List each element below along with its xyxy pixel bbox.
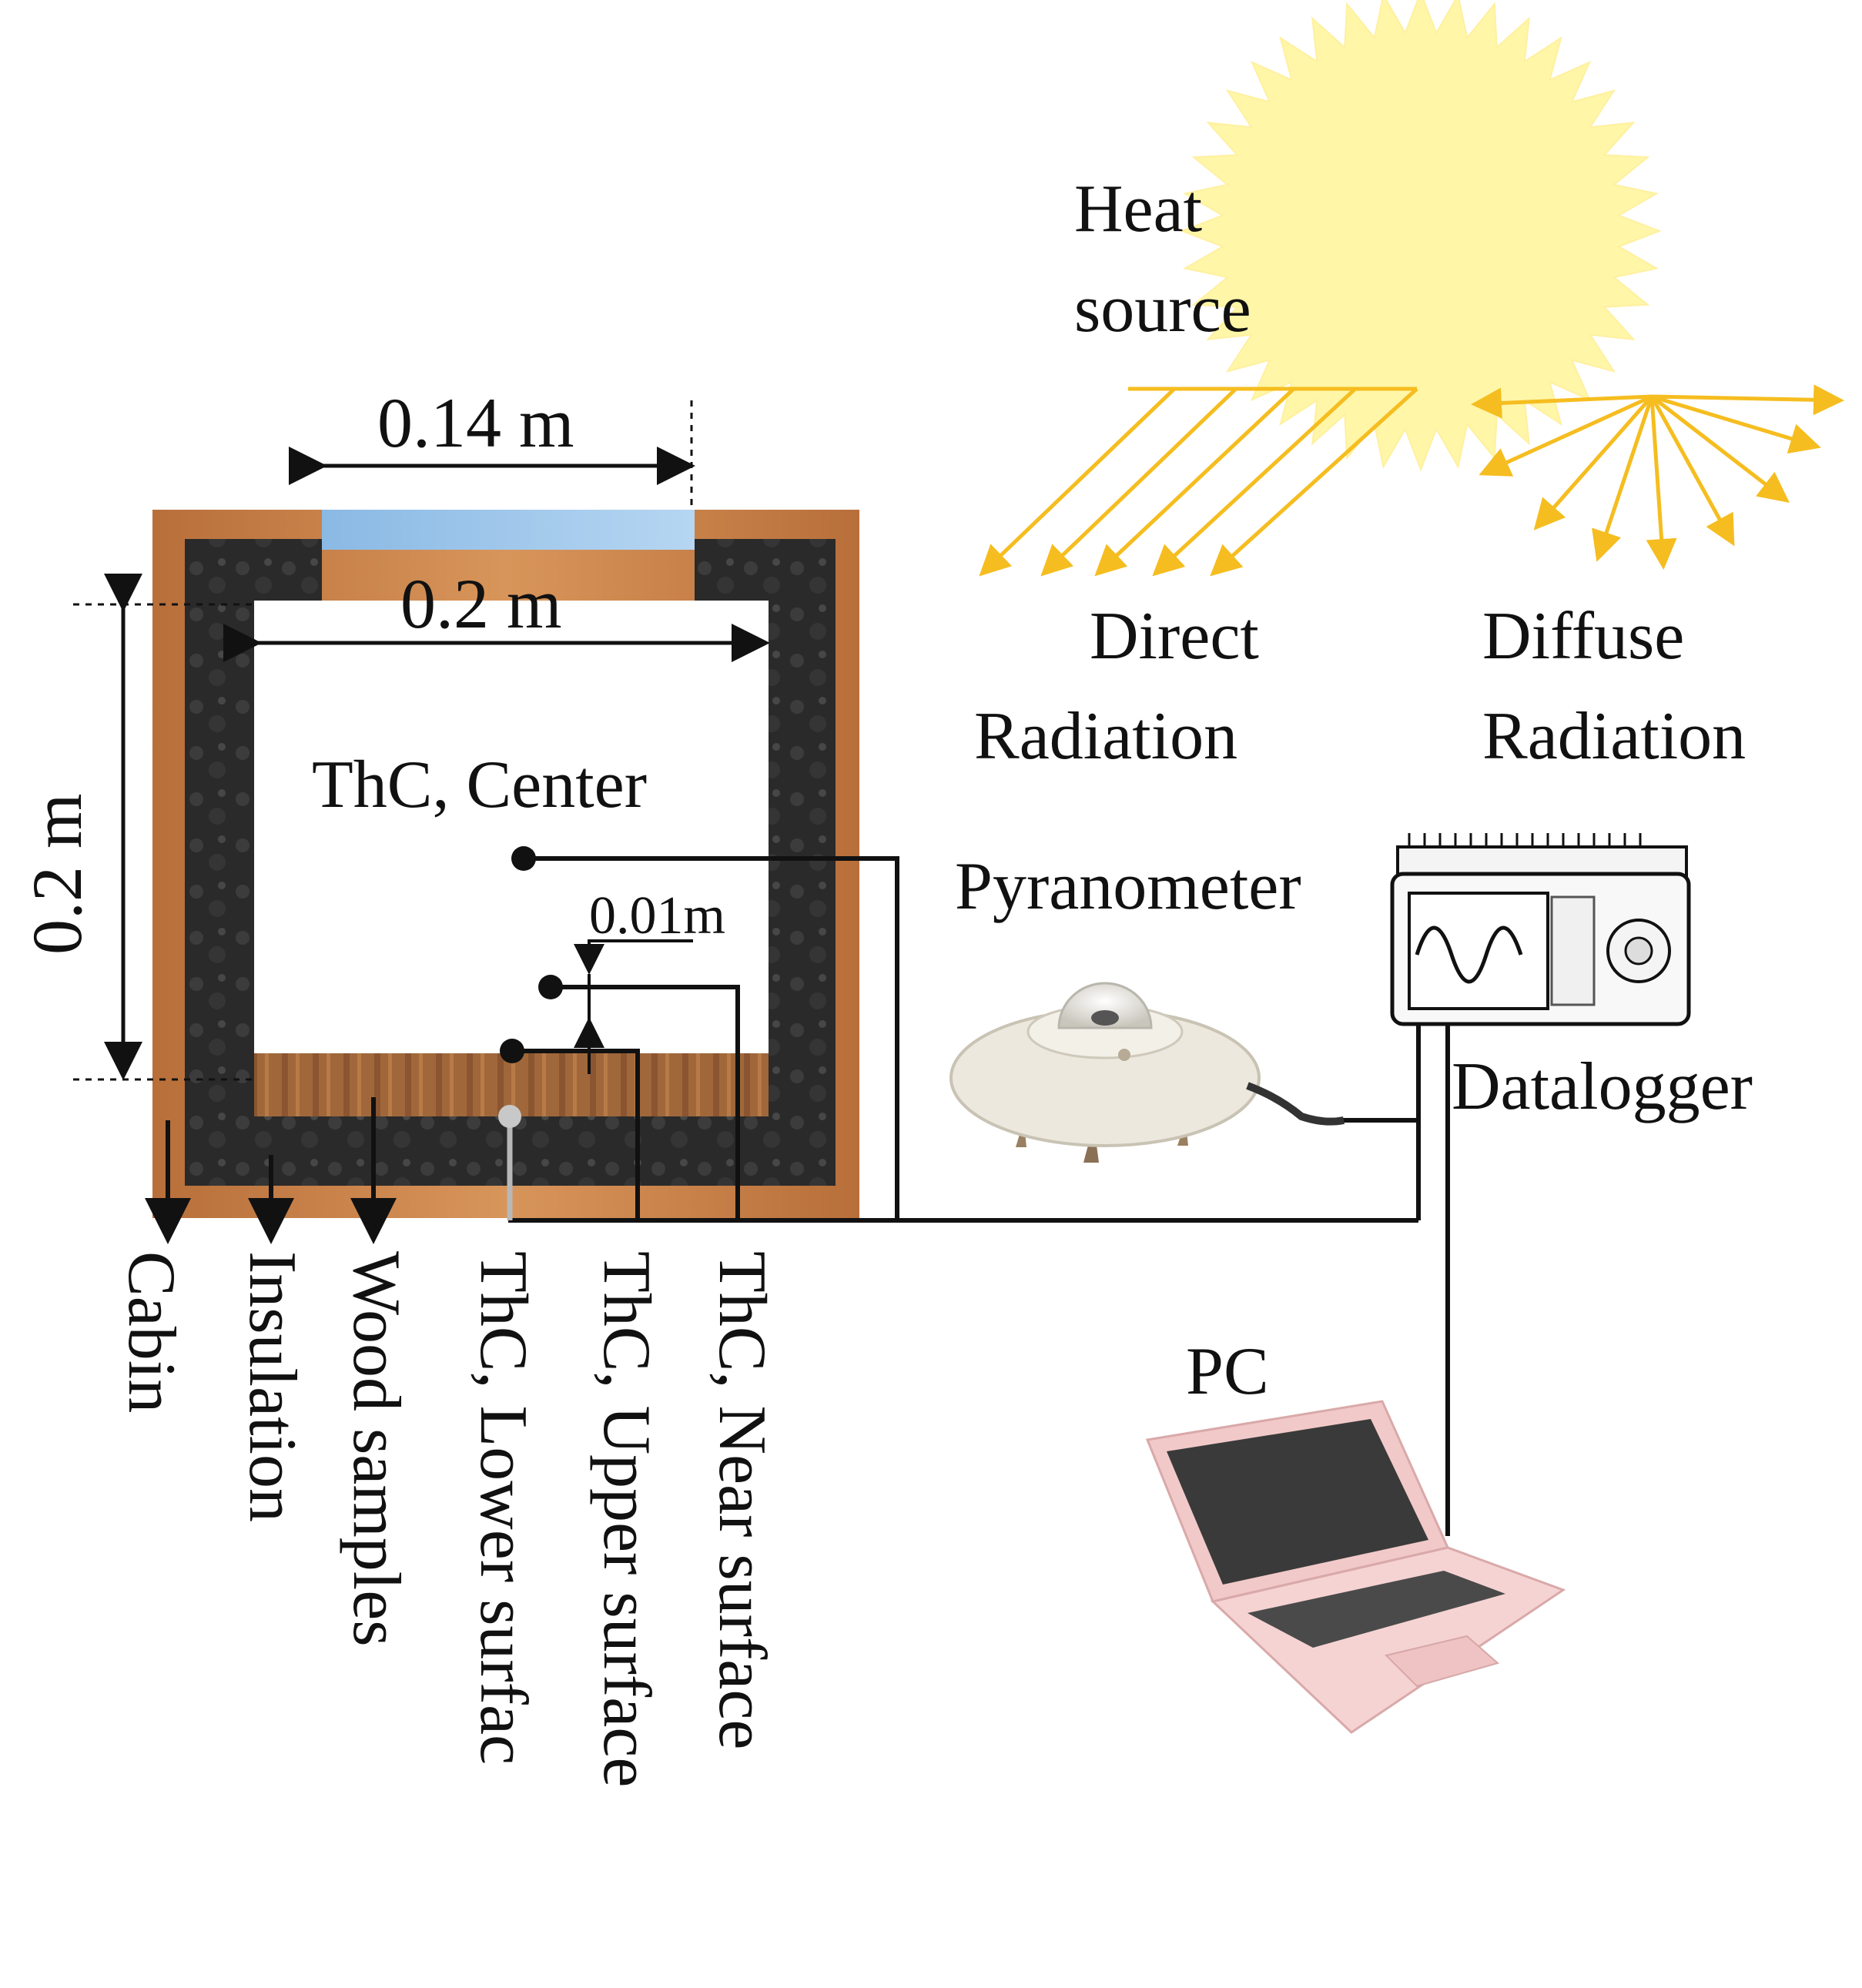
diffuse-radiation-label-line2: Radiation	[1482, 699, 1746, 774]
cabin-label: Cabin	[114, 1251, 189, 1413]
thc-center-label: ThC, Center	[312, 748, 647, 822]
component-pointer-arrows	[145, 1097, 397, 1244]
thc-near-probe	[538, 975, 563, 999]
inner-height-label: 0.2 m	[18, 793, 96, 955]
direct-radiation-label-line2: Radiation	[974, 699, 1237, 774]
heat-source-label-line2: source	[1074, 272, 1251, 346]
datalogger-icon	[1390, 833, 1691, 1026]
dimension-lines	[73, 400, 770, 1081]
inner-width-label: 0.2 m	[400, 564, 562, 643]
thc-lower-probe	[498, 1105, 521, 1128]
laptop-icon	[1145, 1400, 1566, 1734]
wiring	[508, 856, 1450, 1536]
wood-samples-label: Wood samples	[339, 1251, 414, 1647]
thc-upper-probe	[500, 1039, 524, 1063]
datalogger-label: Datalogger	[1452, 1049, 1753, 1124]
thc-lower-label: ThC, Lower surfac	[466, 1251, 541, 1765]
window-width-label: 0.14 m	[377, 383, 574, 462]
diffuse-radiation-rays	[1471, 384, 1844, 570]
probe-gap-label: 0.01m	[589, 886, 725, 945]
pyranometer-label: Pyranometer	[955, 849, 1301, 924]
direct-radiation-label-line1: Direct	[1090, 599, 1259, 674]
insulation-label: Insulation	[235, 1251, 310, 1522]
thc-near-label: ThC, Near surface	[705, 1251, 779, 1749]
probe-gap-dimension	[574, 939, 693, 1074]
direct-radiation-rays	[979, 387, 1418, 577]
sun-icon	[1180, 0, 1662, 472]
thc-upper-label: ThC, Upper surface	[589, 1251, 664, 1787]
thc-center-probe	[511, 846, 536, 871]
diffuse-radiation-label-line1: Diffuse	[1482, 599, 1684, 674]
pc-label: PC	[1186, 1334, 1269, 1409]
heat-source-label-line1: Heat	[1074, 172, 1202, 246]
glass-window	[322, 510, 695, 550]
pyranometer-icon	[949, 982, 1345, 1163]
